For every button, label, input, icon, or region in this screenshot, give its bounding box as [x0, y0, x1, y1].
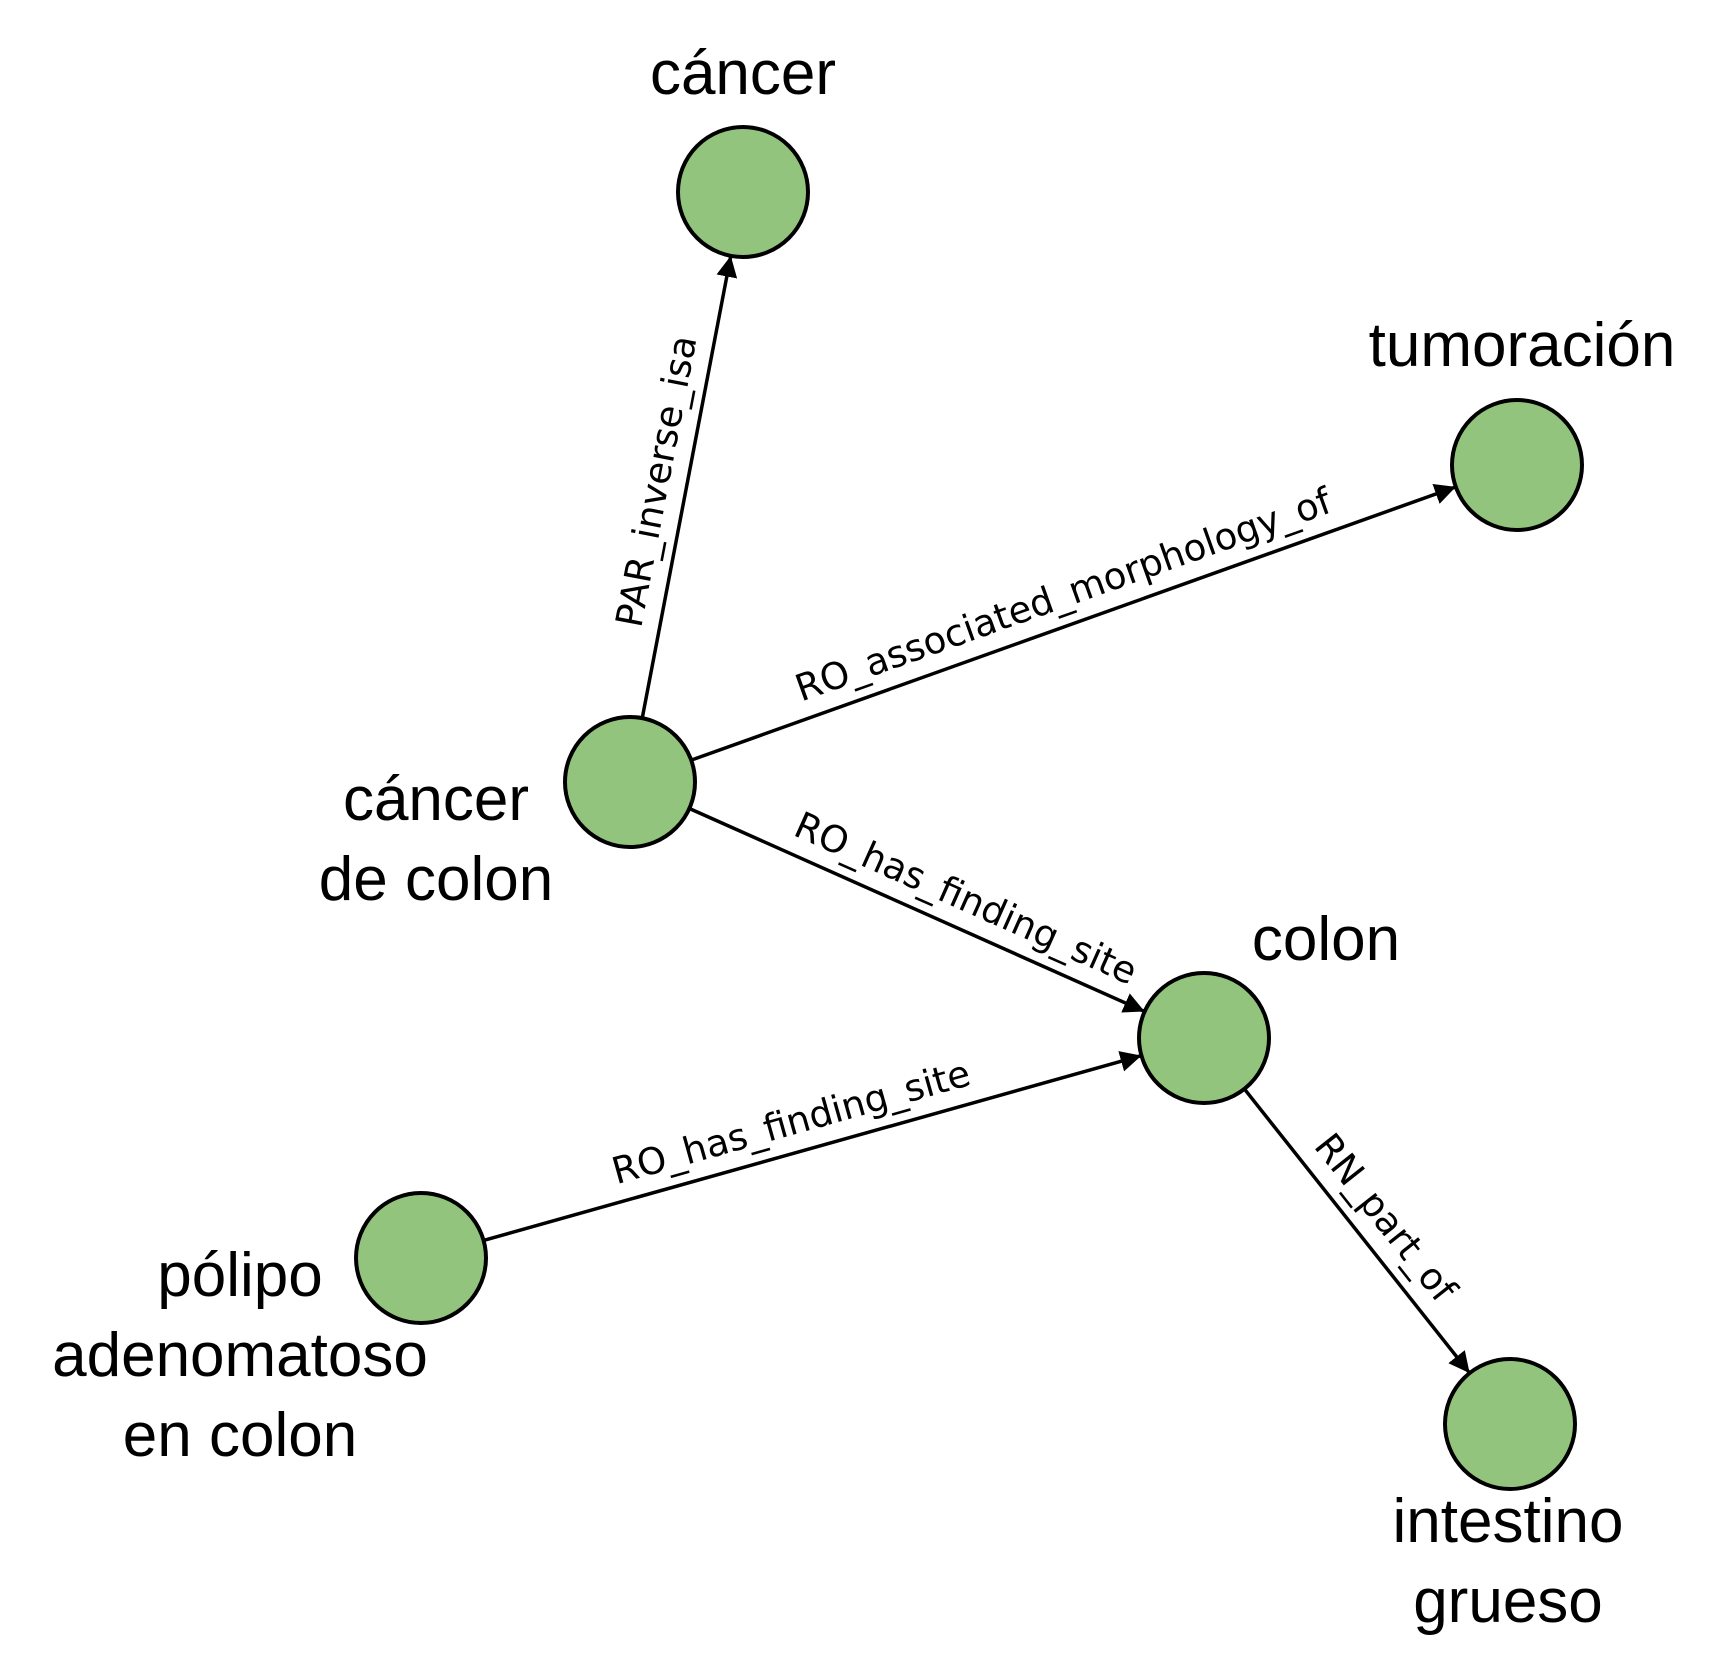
edge-label-e5: RN_part_of: [1306, 1125, 1466, 1311]
node-polipo[interactable]: [354, 1191, 488, 1325]
edge-cancer-de-colon-to-colon: [688, 806, 1146, 1014]
edge-label-e1: PAR_inverse_isa: [608, 332, 706, 631]
node-cancer-de-colon[interactable]: [563, 715, 697, 849]
node-label-intestino-grueso: intestino grueso: [1393, 1487, 1624, 1636]
node-cancer[interactable]: [676, 125, 810, 259]
edge-label-e2: RO_associated_morphology_of: [790, 479, 1338, 710]
node-intestino-grueso[interactable]: [1443, 1357, 1577, 1491]
node-label-line: de colon: [319, 845, 553, 914]
node-colon[interactable]: [1137, 971, 1271, 1105]
node-label-line: en colon: [123, 1401, 357, 1470]
node-label-line: tumoración: [1369, 311, 1676, 380]
node-label-line: cáncer: [343, 765, 529, 834]
edge-polipo-to-colon: [483, 1051, 1142, 1243]
node-label-line: grueso: [1413, 1567, 1603, 1636]
nodes-layer: [354, 125, 1584, 1491]
node-tumoracion[interactable]: [1450, 398, 1584, 532]
edge-label-e4: RO_has_finding_site: [607, 1052, 975, 1193]
node-label-colon: colon: [1252, 905, 1400, 974]
node-label-polipo: pólipo adenomatoso en colon: [52, 1241, 428, 1470]
node-label-line: pólipo: [157, 1241, 322, 1310]
node-label-cancer: cáncer: [650, 39, 836, 108]
edge-colon-to-intestino-grueso: [1243, 1087, 1471, 1375]
edge-cancer-de-colon-to-cancer: [640, 255, 738, 719]
edge-cancer-de-colon-to-tumoracion: [690, 484, 1457, 762]
edge-label-e3: RO_has_finding_site: [788, 803, 1143, 993]
node-label-line: intestino: [1393, 1487, 1624, 1556]
node-label-line: adenomatoso: [52, 1321, 428, 1390]
node-label-tumoracion: tumoración: [1369, 311, 1676, 380]
node-label-line: colon: [1252, 905, 1400, 974]
labels-layer: cáncer tumoración cáncer de colon colon pólip…: [52, 39, 1675, 1636]
node-label-line: cáncer: [650, 39, 836, 108]
node-label-cancer-de-colon: cáncer de colon: [319, 765, 553, 914]
